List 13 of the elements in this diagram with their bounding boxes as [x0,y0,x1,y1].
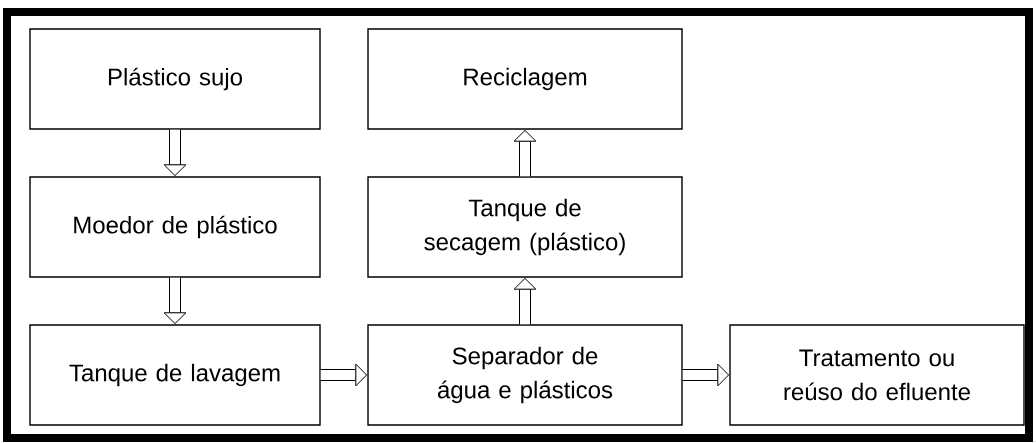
block-arrow [320,363,368,387]
process-box: Separador de água e plásticos [367,324,683,426]
block-arrow [163,277,187,325]
block-arrow [163,129,187,177]
process-box: Moedor de plástico [29,176,321,278]
process-box: Plástico sujo [29,28,321,130]
process-box: Tanque de secagem (plástico) [367,176,683,278]
process-box: Reciclagem [367,28,683,130]
process-box: Tanque de lavagem [29,324,321,426]
block-arrow [682,363,730,387]
block-arrow [513,277,537,325]
block-arrow [513,129,537,177]
process-box: Tratamento ou reúso do efluente [729,324,1025,426]
